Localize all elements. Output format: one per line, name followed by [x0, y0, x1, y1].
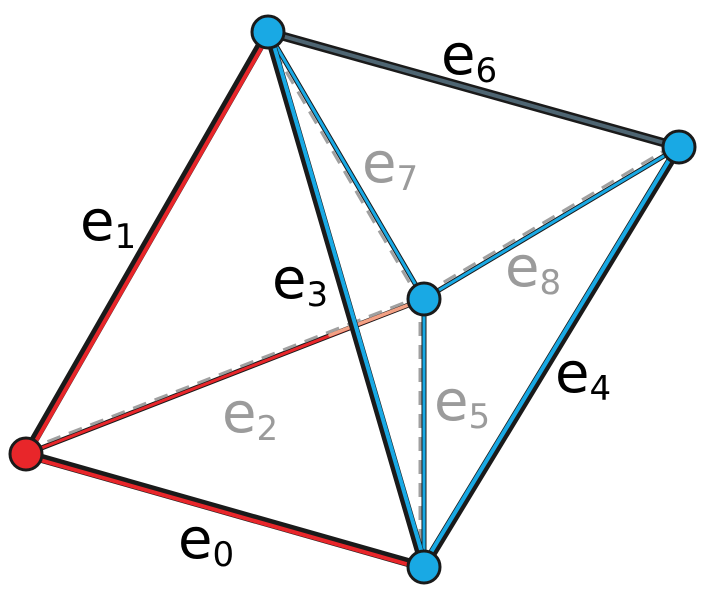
vertex-center — [406, 281, 442, 317]
label-e1: e1 — [80, 189, 136, 257]
edge-e3 — [263, 27, 429, 572]
label-e8: e8 — [505, 235, 561, 303]
vertex-left-red — [8, 436, 44, 472]
label-e2: e2 — [222, 381, 278, 449]
edge-e5 — [418, 296, 427, 570]
label-e4: e4 — [555, 341, 611, 409]
edge-e7 — [261, 29, 427, 302]
label-e0: e0 — [178, 507, 234, 575]
edge-e1 — [21, 27, 273, 459]
edge-e8 — [421, 140, 682, 302]
label-e5: e5 — [434, 369, 490, 437]
edge-e6 — [263, 27, 684, 152]
vertex-bottom — [406, 549, 442, 585]
vertex-right — [661, 129, 697, 165]
label-e6: e6 — [441, 23, 497, 91]
vertex-top — [250, 14, 286, 50]
label-e7: e7 — [362, 131, 418, 199]
edge-e4 — [419, 142, 684, 572]
label-e3: e3 — [272, 247, 328, 315]
edge-e0 — [21, 449, 429, 572]
